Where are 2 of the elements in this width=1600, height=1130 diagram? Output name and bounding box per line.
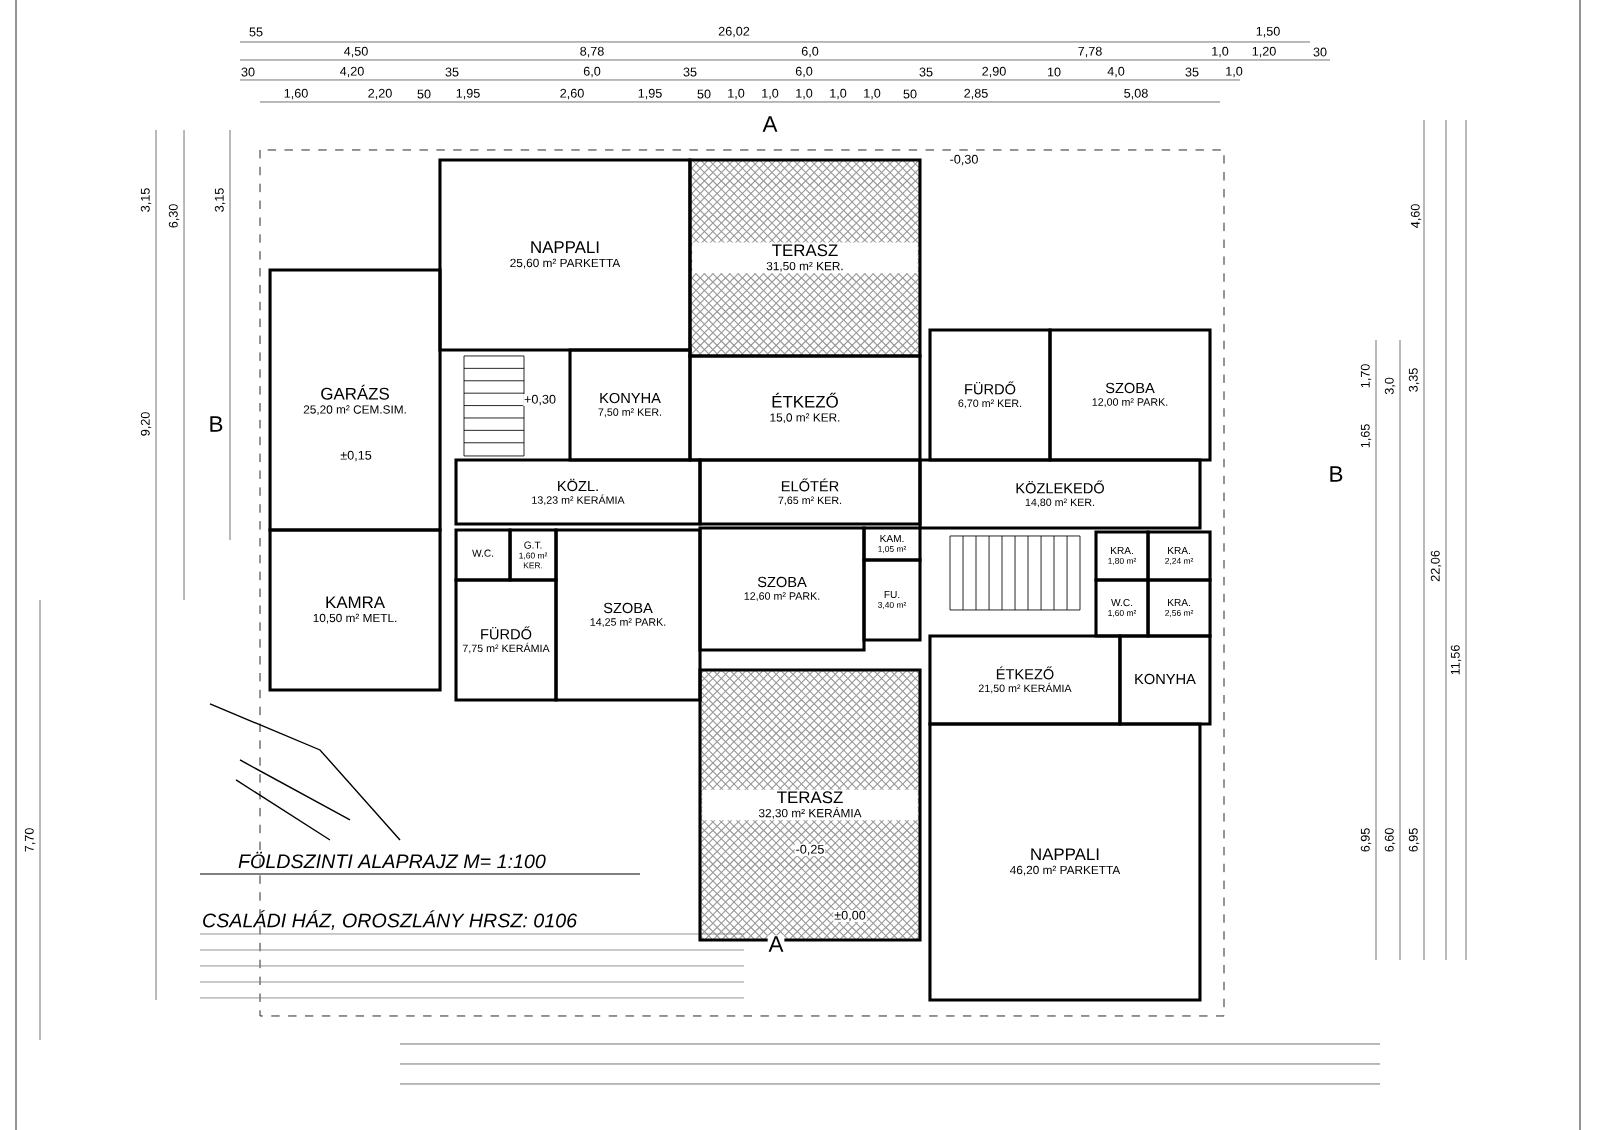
- project-name: CSALÁDI HÁZ, OROSZLÁNY HRSZ: 0106: [203, 910, 578, 930]
- drawing-title: FÖLDSZINTI ALAPRAJZ M= 1:100: [238, 851, 546, 869]
